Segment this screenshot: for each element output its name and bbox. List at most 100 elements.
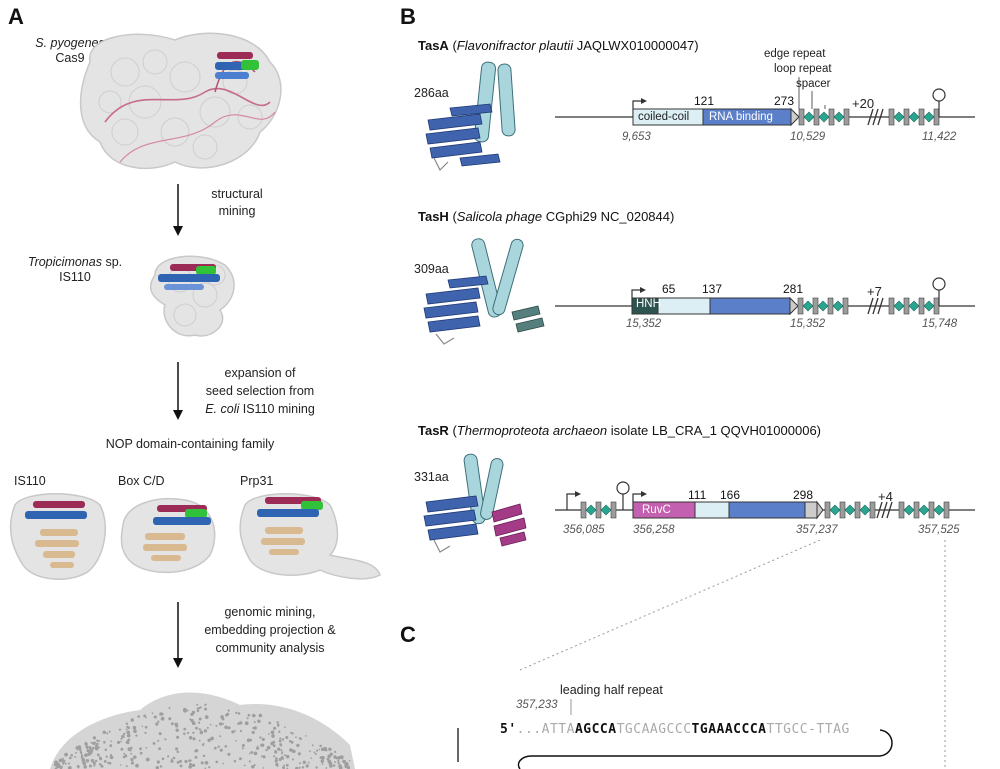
scatter-point [196,703,199,706]
tasa-coord-mid: 10,529 [790,131,826,143]
scatter-point [144,731,147,735]
tasr-title: TasR (Thermoproteota archaeon isolate LB… [418,423,821,438]
repeat-unit [918,108,925,126]
scatter-point [246,738,251,743]
repeat-unit [595,501,602,519]
tasa-paren: ( [448,38,457,53]
spacer-unit [933,504,945,516]
tasa-rna-binding-label: RNA binding [709,111,773,123]
scatter-point [164,738,167,741]
scatter-point [316,749,319,752]
scatter-point [222,722,224,725]
scatter-point [70,754,74,757]
scatter-point [59,760,62,763]
repeat-unit [903,108,910,126]
tasr-coord-2: 356,258 [633,524,675,536]
scatter-point [81,758,86,762]
seq-segment: TGCAAGCCC [616,722,692,737]
scatter-point [104,748,108,752]
scatter-point [67,762,70,765]
is110-family-structure [9,493,106,580]
scatter-point [282,757,285,760]
scatter-point [305,764,309,768]
scatter-point [279,743,282,746]
repeat-unit [580,501,587,519]
scatter-point [239,729,243,733]
scatter-point [333,755,337,759]
member-prp31: Prp31 [240,474,274,488]
scatter-point [90,741,93,744]
scatter-point [156,760,160,764]
tasr-extra-count: +4 [878,489,893,504]
scatter-point [266,745,271,750]
repeat-unit [798,108,805,126]
scatter-point [171,758,173,760]
tash-accession: CGphi29 NC_020844) [542,209,675,224]
scatter-point [168,706,171,709]
tash-title: TasH (Salicola phage CGphi29 NC_020844) [418,209,674,224]
tasr-pos-166: 166 [720,488,741,502]
scatter-point [198,728,201,731]
scatter-point [123,752,126,755]
scatter-point [275,757,278,760]
scatter-point [82,761,87,766]
scatter-point [257,719,261,723]
scatter-point [235,711,238,715]
scatter-point [120,737,123,740]
scatter-point [298,766,301,769]
scatter-point [94,746,99,751]
scatter-point [161,757,165,761]
scatter-point [124,754,128,758]
scatter-point [139,747,142,751]
repeat-unit [824,501,831,519]
scatter-point [238,757,242,761]
scatter-point [186,731,190,734]
scatter-point [170,722,174,726]
repeat-unit [854,501,861,519]
scatter-point [145,746,148,749]
tasr-species: Thermoproteota archaeon [456,423,608,438]
tash-pos-137: 137 [702,282,723,296]
scatter-point [281,738,285,741]
scatter-point [139,751,143,755]
tash-structure-image [423,238,545,345]
scatter-point [253,726,257,730]
repeat-unit [828,108,835,126]
scatter-point [88,764,93,768]
scatter-point [302,760,306,764]
scatter-point [60,765,63,769]
scatter-point [122,732,126,736]
tasa-coord-start: 9,653 [622,131,651,143]
scatter-point [167,755,170,758]
member-boxcd: Box C/D [118,474,165,488]
scatter-point [246,717,249,720]
scatter-point [259,736,262,739]
scatter-point [265,749,268,752]
scatter-point [337,761,340,765]
scatter-point [183,707,187,712]
scatter-point [121,735,124,739]
scatter-point [62,762,65,765]
scatter-point [69,765,72,768]
scatter-point [109,753,112,756]
scatter-point [143,714,147,718]
scatter-point [295,736,297,739]
scatter-point [175,747,179,751]
tash-pos-65: 65 [662,282,676,296]
scatter-point [75,751,77,754]
repeat-unit [933,108,940,126]
panel-b-letter: B [400,4,416,29]
scatter-point [153,715,157,719]
step-structural-mining: structural mining [192,186,282,220]
spacer-unit [903,504,915,516]
scatter-point [276,724,280,727]
tasa-extra-count: +20 [852,96,875,111]
step2-line2: seed selection from [205,384,315,398]
scatter-point [241,747,244,750]
scatter-point [253,720,256,724]
scatter-point [110,740,112,743]
arrow-down-1 [173,184,183,236]
tasr-ruvc-label: RuvC [642,504,671,516]
scatter-point [130,746,133,750]
scatter-point [58,765,62,769]
